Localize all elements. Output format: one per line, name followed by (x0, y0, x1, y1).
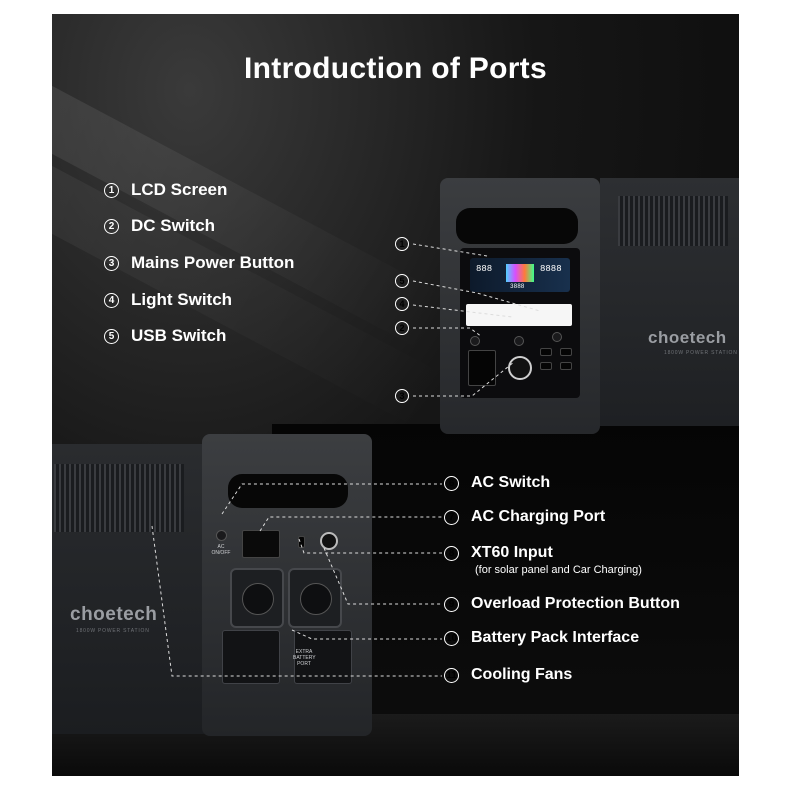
callout-ac-charging-port: 7 AC Charging Port (444, 508, 605, 526)
feature-item-mains: 3 Mains Power Button (104, 253, 294, 273)
marker-light: 4 (395, 297, 409, 311)
number-badge: 8 (444, 545, 459, 561)
callout-label: AC Charging Port (471, 508, 606, 525)
number-badge: 5 (395, 274, 409, 288)
marker-lcd: 1 (395, 237, 409, 251)
feature-label: DC Switch (131, 216, 216, 235)
outlet-face (242, 583, 274, 615)
brand-logo: choetech (648, 328, 727, 347)
number-badge: 7 (444, 509, 459, 525)
leader-line (259, 516, 442, 532)
battery-gauge (506, 264, 534, 282)
usb-c-port (560, 362, 572, 370)
ac-switch-button[interactable] (216, 530, 227, 541)
number-badge: 3 (104, 255, 119, 271)
callout-label: XT60 Input (471, 544, 553, 561)
leader-line (413, 361, 515, 397)
overload-protection-button[interactable] (320, 532, 338, 550)
feature-label: Light Switch (131, 290, 233, 309)
lcd-readout: 8888 (540, 264, 562, 274)
station-side-panel: choetech 1800W POWER STATION (600, 178, 739, 426)
callout-cooling-fans: 11 Cooling Fans (444, 666, 572, 684)
dc-switch-button[interactable] (470, 336, 480, 346)
number-badge: 2 (395, 321, 409, 335)
callout-battery-pack: 10 Battery Pack Interface (444, 629, 639, 647)
number-badge: 9 (444, 596, 459, 612)
battery-pack-interface (222, 630, 280, 684)
lcd-readout: 3888 (510, 283, 525, 290)
usb-port (560, 348, 572, 356)
lcd-screen: 888 3888 8888 (470, 258, 570, 292)
callout-sublabel: (for solar panel and Car Charging) (475, 564, 642, 576)
number-badge: 10 (444, 630, 459, 646)
model-label: 1800W POWER STATION (76, 628, 150, 634)
cooling-vents (618, 196, 728, 246)
feature-item-lcd: 1 LCD Screen (104, 180, 227, 200)
leader-lines (151, 243, 541, 677)
feature-item-light: 4 Light Switch (104, 290, 232, 310)
leader-line (221, 483, 442, 515)
feature-label: LCD Screen (131, 180, 228, 199)
battery-port-label: EXTRA BATTERY PORT (293, 649, 316, 667)
brand-logo: choetech (70, 604, 158, 625)
callout-ac-switch: 6 AC Switch (444, 474, 550, 492)
number-badge: 1 (104, 182, 119, 198)
page-title: Introduction of Ports (244, 52, 547, 85)
leader-line (413, 327, 483, 338)
feature-item-usb: 5 USB Switch (104, 326, 226, 346)
outlet-face (300, 583, 332, 615)
leader-line (151, 525, 442, 677)
marker-dc: 2 (395, 321, 409, 335)
number-badge: 4 (104, 292, 119, 308)
leader-line (298, 538, 442, 554)
carry-handle (456, 208, 578, 244)
mains-power-button[interactable] (508, 356, 532, 380)
leader-line (291, 629, 442, 640)
poster: Introduction of Ports 1 LCD Screen 2 DC … (52, 14, 739, 776)
station-front-panel: 888 3888 8888 (440, 178, 600, 434)
number-badge: 4 (395, 297, 409, 311)
ac-outlet (288, 568, 342, 628)
marker-mains: 3 (395, 389, 409, 403)
callout-xt60-input: 8 XT60 Input (444, 544, 553, 562)
power-station-rear-view: choetech 1800W POWER STATION AC ON/OFF E… (52, 434, 372, 742)
leader-line (412, 280, 541, 312)
led-light-bar (466, 304, 572, 326)
station-rear-panel: AC ON/OFF EXTRA BATTERY PORT (202, 434, 372, 736)
ac-switch-label: AC ON/OFF (211, 544, 231, 556)
station-side-panel: choetech 1800W POWER STATION (52, 444, 204, 734)
leader-line (323, 547, 442, 605)
callout-label: AC Switch (471, 474, 551, 491)
leader-line (412, 243, 488, 257)
carry-handle (228, 474, 348, 508)
usb-port (540, 348, 552, 356)
number-badge: 2 (104, 218, 119, 234)
leader-line (412, 304, 513, 318)
power-station-front-view: choetech 1800W POWER STATION 888 3888 88… (440, 178, 739, 434)
usb-c-port (540, 362, 552, 370)
light-switch-button[interactable] (514, 336, 524, 346)
marker-usb: 5 (395, 274, 409, 288)
number-badge: 5 (104, 328, 119, 344)
ac-outlet (230, 568, 284, 628)
number-badge: 6 (444, 475, 459, 491)
callout-overload-protection: 9 Overload Protection Button (444, 595, 680, 613)
ac-charging-port (242, 530, 280, 558)
xt60-input-port (298, 536, 305, 548)
number-badge: 11 (444, 667, 459, 683)
feature-item-dc: 2 DC Switch (104, 216, 215, 236)
model-label: 1800W POWER STATION (664, 350, 738, 356)
callout-label: Overload Protection Button (471, 595, 680, 612)
cooling-vents (54, 464, 184, 532)
callout-label: Cooling Fans (471, 666, 573, 683)
number-badge: 3 (395, 389, 409, 403)
usb-switch-button[interactable] (552, 332, 562, 342)
feature-label: Mains Power Button (131, 253, 295, 272)
lcd-readout: 888 (476, 264, 493, 274)
number-badge: 1 (395, 237, 409, 251)
feature-label: USB Switch (131, 326, 227, 345)
callout-label: Battery Pack Interface (471, 629, 640, 646)
callout-xt60-subtitle: (for solar panel and Car Charging) (475, 564, 642, 576)
